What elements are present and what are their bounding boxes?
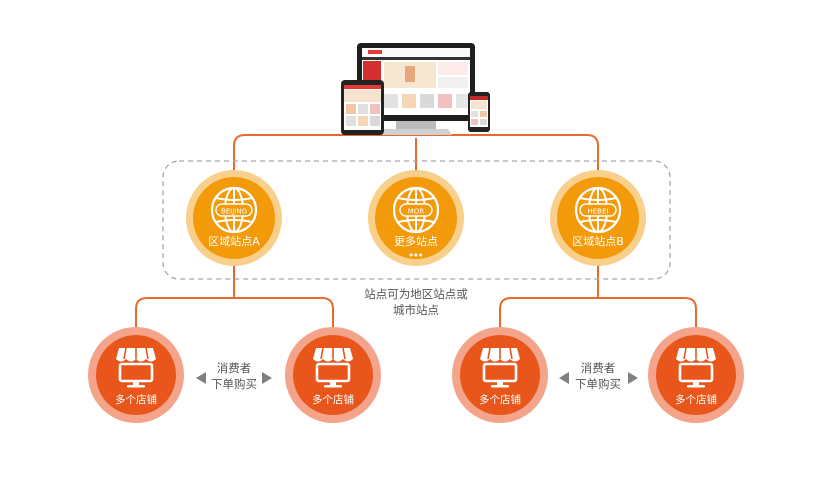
arrow-right-icon — [628, 372, 638, 384]
store-label: 多个店铺 — [479, 393, 521, 406]
region-label: 更多站点 — [394, 234, 438, 248]
store-label: 多个店铺 — [115, 393, 157, 406]
region-badge: BEIJING — [221, 208, 247, 216]
consumer-note-line1: 消费者 — [217, 361, 252, 375]
store-label: 多个店铺 — [675, 393, 717, 406]
more-dots: ● ● ● — [409, 252, 423, 257]
region-note-line2: 城市站点 — [393, 303, 439, 317]
consumer-note-line2: 下单购买 — [211, 377, 257, 391]
arrow-left-icon — [559, 372, 569, 384]
arrow-left-icon — [196, 372, 206, 384]
consumer-note-right: 消费者 下单购买 — [559, 361, 638, 391]
region-node-a: BEIJING 区域站点A — [186, 170, 282, 266]
region-note-line1: 站点可为地区站点或 — [364, 287, 468, 301]
store-node-3: 多个店铺 — [452, 327, 548, 423]
store-label: 多个店铺 — [312, 393, 354, 406]
region-node-more: MOR 更多站点 ● ● ● — [368, 170, 464, 266]
region-node-b: HEBEI 区域站点B — [550, 170, 646, 266]
connector-left-branch — [135, 297, 334, 352]
store-node-1: 多个店铺 — [88, 327, 184, 423]
consumer-note-line1: 消费者 — [581, 361, 616, 375]
store-node-2: 多个店铺 — [285, 327, 381, 423]
consumer-note-line2: 下单购买 — [575, 377, 621, 391]
region-label: 区域站点A — [208, 234, 260, 248]
connector-right-branch — [499, 297, 697, 352]
consumer-note-left: 消费者 下单购买 — [196, 361, 272, 391]
region-badge: HEBEI — [588, 208, 609, 216]
region-group-box — [162, 160, 671, 280]
arrow-right-icon — [262, 372, 272, 384]
store-node-4: 多个店铺 — [648, 327, 744, 423]
multi-device-screens — [341, 43, 490, 135]
region-badge: MOR — [408, 208, 425, 216]
region-label: 区域站点B — [572, 234, 624, 248]
